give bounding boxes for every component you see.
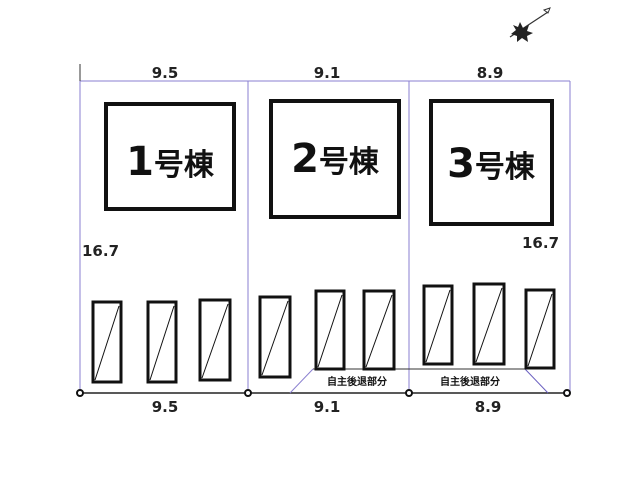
lot-1-top-width: 9.5	[152, 64, 179, 82]
lot-boundaries	[79, 80, 571, 393]
parking-space	[314, 289, 346, 371]
parking-space	[198, 298, 232, 382]
lot-2-bottom-width: 9.1	[314, 398, 341, 416]
parking-space	[146, 300, 178, 384]
lot-1-bottom-width: 9.5	[152, 398, 179, 416]
depth-left: 16.7	[82, 242, 119, 260]
parking-space	[91, 300, 123, 384]
setback-label-2: 自主後退部分	[440, 375, 500, 388]
parking-space	[524, 288, 556, 370]
lot-3-top-width: 8.9	[477, 64, 504, 82]
house-1: 1号棟	[104, 102, 236, 211]
house-3: 3号棟	[429, 99, 554, 226]
depth-right: 16.7	[522, 234, 559, 252]
svg-text:2号棟: 2号棟	[291, 136, 380, 182]
parking-space	[472, 282, 506, 366]
north-arrow-icon	[509, 7, 551, 42]
svg-text:1号棟: 1号棟	[126, 139, 215, 185]
svg-text:3号棟: 3号棟	[447, 141, 536, 187]
parking-spaces	[91, 282, 556, 384]
lot-2-top-width: 9.1	[314, 64, 341, 82]
setback-area	[289, 368, 549, 394]
boundary-markers	[76, 389, 571, 397]
parking-space	[362, 289, 396, 371]
house-2: 2号棟	[269, 99, 401, 219]
parking-space	[258, 295, 292, 379]
setback-label-1: 自主後退部分	[327, 375, 387, 388]
lot-3-bottom-width: 8.9	[475, 398, 502, 416]
parking-space	[422, 284, 454, 366]
